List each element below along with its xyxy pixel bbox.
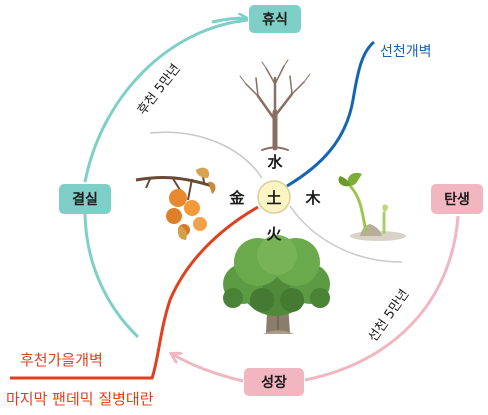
earlier-heaven-arc-label: 선천 5만년 xyxy=(366,287,413,345)
metal-element-label: 金 xyxy=(228,189,245,207)
earlier-opening-line xyxy=(286,40,376,188)
arc-growth-to-fruition xyxy=(172,354,244,383)
water-element-label: 水 xyxy=(267,153,283,171)
stage-fruition-label: 결실 xyxy=(72,191,98,208)
inner-curve-lower xyxy=(289,205,403,263)
arc-birth-to-growth xyxy=(304,215,460,382)
fire-element-label: 火 xyxy=(266,225,282,243)
arc-teal-arrow-to-rest xyxy=(211,18,246,24)
wood-element-label: 木 xyxy=(304,189,321,207)
stage-rest-label: 휴식 xyxy=(262,12,288,28)
stage-birth-label: 탄생 xyxy=(444,191,470,208)
stage-birth: 탄생 xyxy=(431,184,483,214)
sprout-icon xyxy=(338,172,406,241)
earlier-opening-label: 선천개벽 xyxy=(380,44,432,60)
stage-growth-label: 성장 xyxy=(261,374,287,391)
earth-circle xyxy=(257,180,291,214)
later-autumn-opening-label: 후천가을개벽 xyxy=(20,351,103,369)
stage-rest: 휴식 xyxy=(249,5,301,33)
arc-fruition-to-rest xyxy=(83,213,140,339)
arc-rest-to-fruition xyxy=(83,18,249,183)
later-opening-line xyxy=(10,205,259,380)
stage-growth: 성장 xyxy=(244,368,304,396)
later-heaven-arc-label: 후천 5만년 xyxy=(135,61,184,118)
final-pandemic-label: 마지막 팬데믹 질병대란 xyxy=(6,390,154,408)
stage-fruition: 결실 xyxy=(59,184,111,214)
leafy-tree-icon xyxy=(223,235,330,334)
earth-element-label: 土 xyxy=(266,189,281,207)
persimmon-branch-icon xyxy=(135,167,216,240)
bare-tree-icon xyxy=(239,59,311,151)
inner-curve-upper xyxy=(149,131,263,179)
